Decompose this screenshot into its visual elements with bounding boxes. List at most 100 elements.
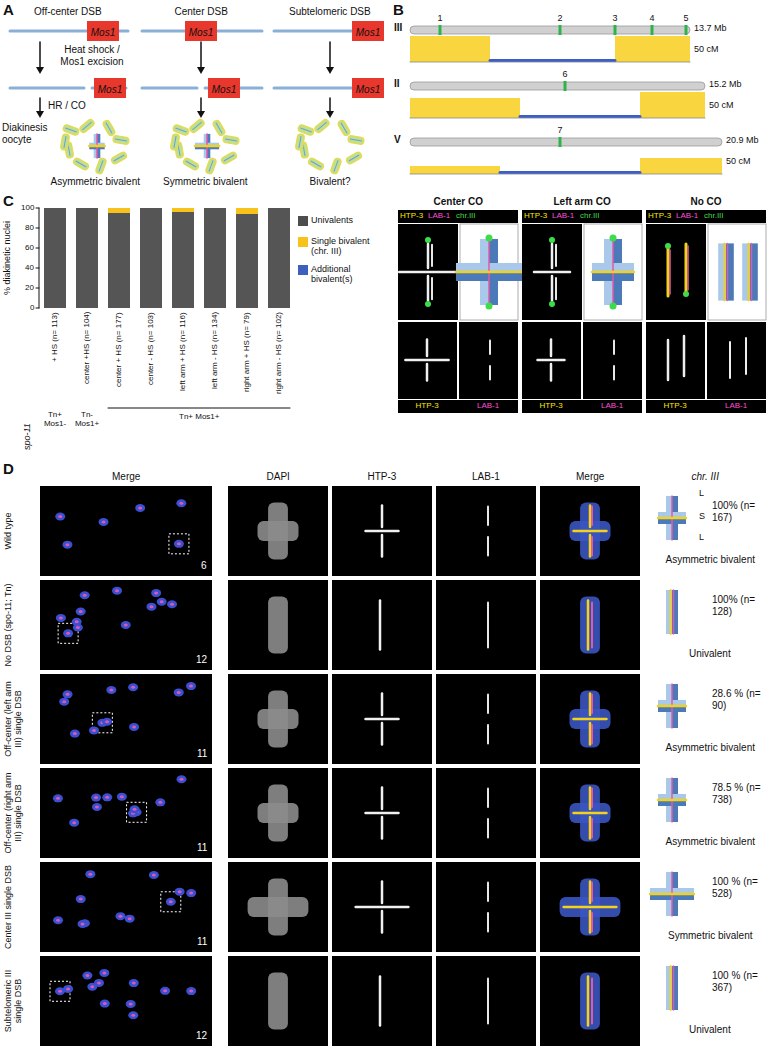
line-stroke — [427, 276, 430, 300]
nucleus-blob — [56, 797, 60, 800]
nucleus-blob — [81, 922, 85, 925]
nucleus-blob — [85, 870, 95, 878]
line-stroke — [555, 245, 557, 266]
chromosome-axis — [311, 161, 321, 167]
channel-label: HTP-3 — [664, 401, 687, 410]
arm-label: S — [699, 511, 705, 521]
nucleus-blob — [82, 971, 92, 979]
nucleus-blob — [65, 543, 69, 546]
line-stroke — [36, 248, 39, 249]
nucleus-blob — [130, 805, 140, 813]
site-number: 5 — [684, 13, 689, 23]
nucleus-blob — [167, 600, 177, 608]
line-stroke — [551, 276, 554, 300]
line-stroke — [500, 171, 640, 174]
nucleus-blob — [151, 589, 161, 597]
bar-label: left arm + HS (n= 116) — [178, 312, 187, 391]
nucleus-blob — [92, 803, 102, 811]
genotype-label: spo-11 — [22, 423, 32, 450]
percent-label: 100 % (n= 367) — [712, 970, 770, 993]
arm-label: L — [699, 488, 704, 498]
arm-label: L — [699, 532, 704, 542]
panel-shape — [646, 210, 766, 223]
panel-shape — [40, 862, 212, 952]
nucleus-blob — [87, 983, 97, 991]
panel-letter: B — [393, 1, 404, 18]
nucleus-blob — [70, 730, 80, 738]
nucleus-blob — [129, 723, 139, 731]
panel-shape — [708, 224, 766, 320]
nucleus-blob — [103, 1002, 107, 1005]
line-stroke — [589, 693, 592, 715]
row-label: Subtelomeric III single DSB — [3, 957, 24, 1045]
line-stroke — [381, 535, 384, 557]
outcome-label: Bivalent? — [310, 176, 351, 188]
nucleus-blob — [177, 542, 181, 545]
line-stroke — [658, 705, 686, 708]
panel-shape — [410, 166, 500, 174]
nucleus-blob — [189, 990, 193, 993]
line-stroke — [39, 208, 40, 308]
nucleus-blob — [56, 614, 66, 622]
chromosome-capsule — [348, 135, 365, 145]
nucleus-blob — [132, 725, 136, 728]
row-label: No DSB (spo-11; Tn) — [3, 581, 13, 669]
panel-shape — [436, 486, 536, 576]
nucleus-blob — [53, 916, 63, 924]
line-stroke — [727, 243, 729, 300]
line-stroke — [426, 364, 429, 380]
line-stroke — [89, 145, 104, 148]
nucleus-blob — [166, 898, 176, 906]
nucleus-blob — [128, 683, 138, 691]
chromosome-name: V — [394, 134, 401, 146]
chromosome-axis — [175, 128, 186, 132]
axis-tick: 100 — [21, 203, 34, 212]
chromosome-axis — [300, 128, 311, 132]
chromosome-capsule — [212, 119, 226, 136]
panel-shape — [172, 208, 194, 212]
chromosome-axis — [192, 122, 201, 130]
chromosome-axis — [341, 123, 347, 133]
line-stroke — [574, 718, 607, 721]
line-stroke — [39, 98, 41, 112]
line-stroke — [592, 271, 634, 274]
channel-label: LAB-1 — [477, 401, 499, 410]
step-label: Heat shock / Mos1 excision — [52, 44, 132, 67]
bar-label: left arm - HS (n= 134) — [210, 312, 219, 389]
nucleus-blob — [88, 873, 92, 876]
panel-shape — [436, 580, 536, 670]
line-stroke — [650, 893, 694, 896]
panel-shape — [522, 210, 642, 223]
legend-text: Additional bivalent(s) — [311, 264, 389, 285]
line-stroke — [36, 228, 39, 229]
line-stroke — [381, 505, 384, 527]
line-stroke — [195, 145, 219, 148]
nucleus-blob — [189, 892, 193, 895]
nucleus-blob — [163, 989, 167, 992]
line-stroke — [36, 288, 39, 289]
nucleus-blob — [59, 616, 63, 619]
line-stroke — [550, 340, 553, 356]
channel-label: LAB-1 — [725, 401, 747, 410]
chromosome-capsule — [170, 134, 180, 151]
panel-shape — [410, 26, 690, 34]
panel-shape — [436, 768, 536, 858]
chromosome-capsule — [102, 119, 116, 136]
chromosome-capsule — [295, 134, 305, 151]
line-stroke — [366, 812, 399, 815]
chromosome-axis — [76, 161, 86, 167]
panel-shape — [726, 243, 734, 300]
chromosome-axis — [64, 136, 66, 148]
line-stroke — [670, 966, 672, 1010]
chromosome-axis — [65, 128, 76, 132]
channel-label: LAB-1 — [428, 211, 450, 220]
genotype-label: Tn+ Mos1+ — [179, 412, 219, 421]
nucleus-blob — [138, 507, 142, 510]
legend-swatch — [298, 237, 308, 247]
legend-swatch — [298, 265, 308, 275]
panel-shape — [236, 208, 258, 308]
line-stroke — [667, 340, 670, 380]
chromosome-capsule — [223, 135, 240, 145]
nucleus-blob — [66, 693, 70, 696]
panel-shape — [40, 674, 212, 764]
